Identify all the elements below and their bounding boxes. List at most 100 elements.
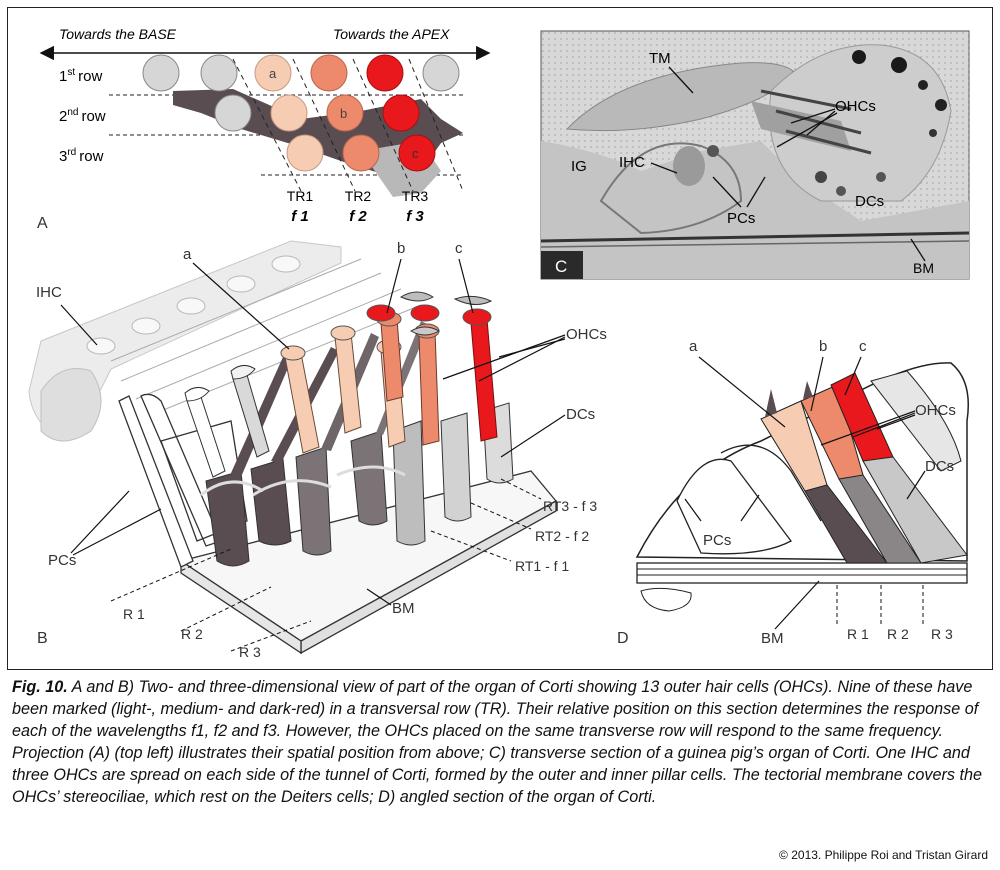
b-pcs-leader-1 [70,490,130,554]
d-ohcs-leader-2 [852,412,916,438]
tissue-base [541,141,969,279]
deiters-cell-3 [295,446,332,556]
tm-label: TM [649,50,671,67]
ig-label: IG [571,158,587,175]
panel-a: Towards the BASE Towards the APEX a b [37,26,491,232]
deiters-cell-4 [350,430,388,526]
b-pcs-leader-2 [72,508,162,556]
ihc-top-5 [271,255,301,273]
ohc-dark-red-3-top [410,304,440,322]
tr3-label: TR3 [402,188,429,204]
cap-grey-1 [399,291,434,302]
c-bm-leader [910,238,926,262]
d-ohcs-label: OHCs [915,402,956,419]
ohc-row1-6 [422,54,460,92]
c-pcs-label: PCs [727,210,755,227]
d-pcs-label: PCs [703,532,731,549]
pillar-cell-1 [118,395,194,568]
caption-fig-label: Fig. 10. [12,678,68,696]
ohc-row1-b [310,54,348,92]
clump-2 [815,171,827,183]
deiters-cell-6 [440,412,472,522]
ohc-dark-red-2-top [366,304,396,322]
d-dcs-leader [906,470,926,500]
r1-dash [110,548,232,602]
b-dcs-leader [500,414,566,458]
cap-grey-3 [409,326,441,336]
copyright-notice: © 2013. Philippe Roi and Tristan Girard [779,848,988,862]
ohc-stereocilia-3 [785,129,872,155]
figure-canvas: Towards the BASE Towards the APEX a b [28,26,970,660]
rt1-label: RT1 - f 1 [515,558,569,574]
ohc-stereocilia-2 [775,109,862,135]
c-ohcs-leader-3 [776,112,838,148]
b-r1-label: R 1 [123,606,145,622]
tr1-label: TR1 [287,188,314,204]
ihc-top-2 [131,317,161,335]
c-ohcs-label: OHCs [835,98,876,115]
d-pcs-leader-1 [684,498,702,522]
r2-dash [180,586,272,632]
d-bm-leader [774,580,820,630]
panel-c-letter: C [555,257,567,276]
ohc-stereocilia-1 [760,89,852,111]
c-ohcs-leader-2 [806,110,836,136]
c-ohcs-leader-1 [790,108,836,124]
d-r2-label: R 2 [887,626,909,642]
figure-caption: Fig. 10. A and B) Two- and three-dimensi… [12,676,990,808]
d-pillar-outer [720,444,822,522]
panel-a-letter: A [37,215,48,232]
d-c-leader [844,356,862,396]
d-a-leader [698,356,786,428]
basilar-membrane-side [180,559,302,655]
c-dcs-label: DCs [855,193,884,210]
b-ihc-leader [60,304,98,346]
b-bm-leader [366,588,392,606]
c-bm-label: BM [913,260,934,276]
b-b-leader [386,258,402,314]
deiters-cell-5 [392,420,426,546]
ohc-row2-c [382,94,420,132]
d-deiters-3 [862,456,968,564]
cell-c-label: c [412,146,419,161]
c-ihc-label: IHC [619,154,645,171]
b-ihc-label: IHC [36,284,62,301]
tr1-line-right [292,58,356,192]
ohc-row1-2 [200,54,238,92]
clump-3 [836,186,846,196]
d-ohc-a-tip [765,389,777,417]
b-ohcs-leader-2 [478,336,566,382]
ohc-row1-c [366,54,404,92]
apex-label: Towards the APEX [333,26,450,42]
tectorial-membrane [565,62,794,132]
ohc-row3-b [342,134,380,172]
panel-d-letter: D [617,630,629,647]
tr1-freq: f 1 [291,208,309,225]
ohc-dark-red-1-top [462,308,492,326]
clump-4 [876,172,886,182]
rt2-label: RT2 - f 2 [535,528,589,544]
ohc-body-1 [751,101,851,151]
panel-c-letter-box [541,251,583,279]
d-hensen [870,370,962,472]
phalangeal-1 [231,357,291,477]
tr2-label: TR2 [345,188,372,204]
b-r3-label: R 3 [239,644,261,660]
d-pcs-leader-2 [740,494,760,522]
tm-leader [668,66,694,94]
ohc-row2-1 [214,94,252,132]
cap-grey-2 [453,295,493,305]
b-r2-label: R 2 [181,626,203,642]
ohc-region [769,44,952,202]
arc-connectors [200,465,406,497]
basilar-membrane-line-2 [540,240,970,248]
d-bm-band [636,562,968,584]
cell-b-label: b [340,106,347,121]
b-ohcs-leader-3 [498,338,566,358]
b-ohcs-leader-1 [442,334,566,380]
rt1-dash [430,530,512,562]
nucleus-2 [891,57,907,73]
